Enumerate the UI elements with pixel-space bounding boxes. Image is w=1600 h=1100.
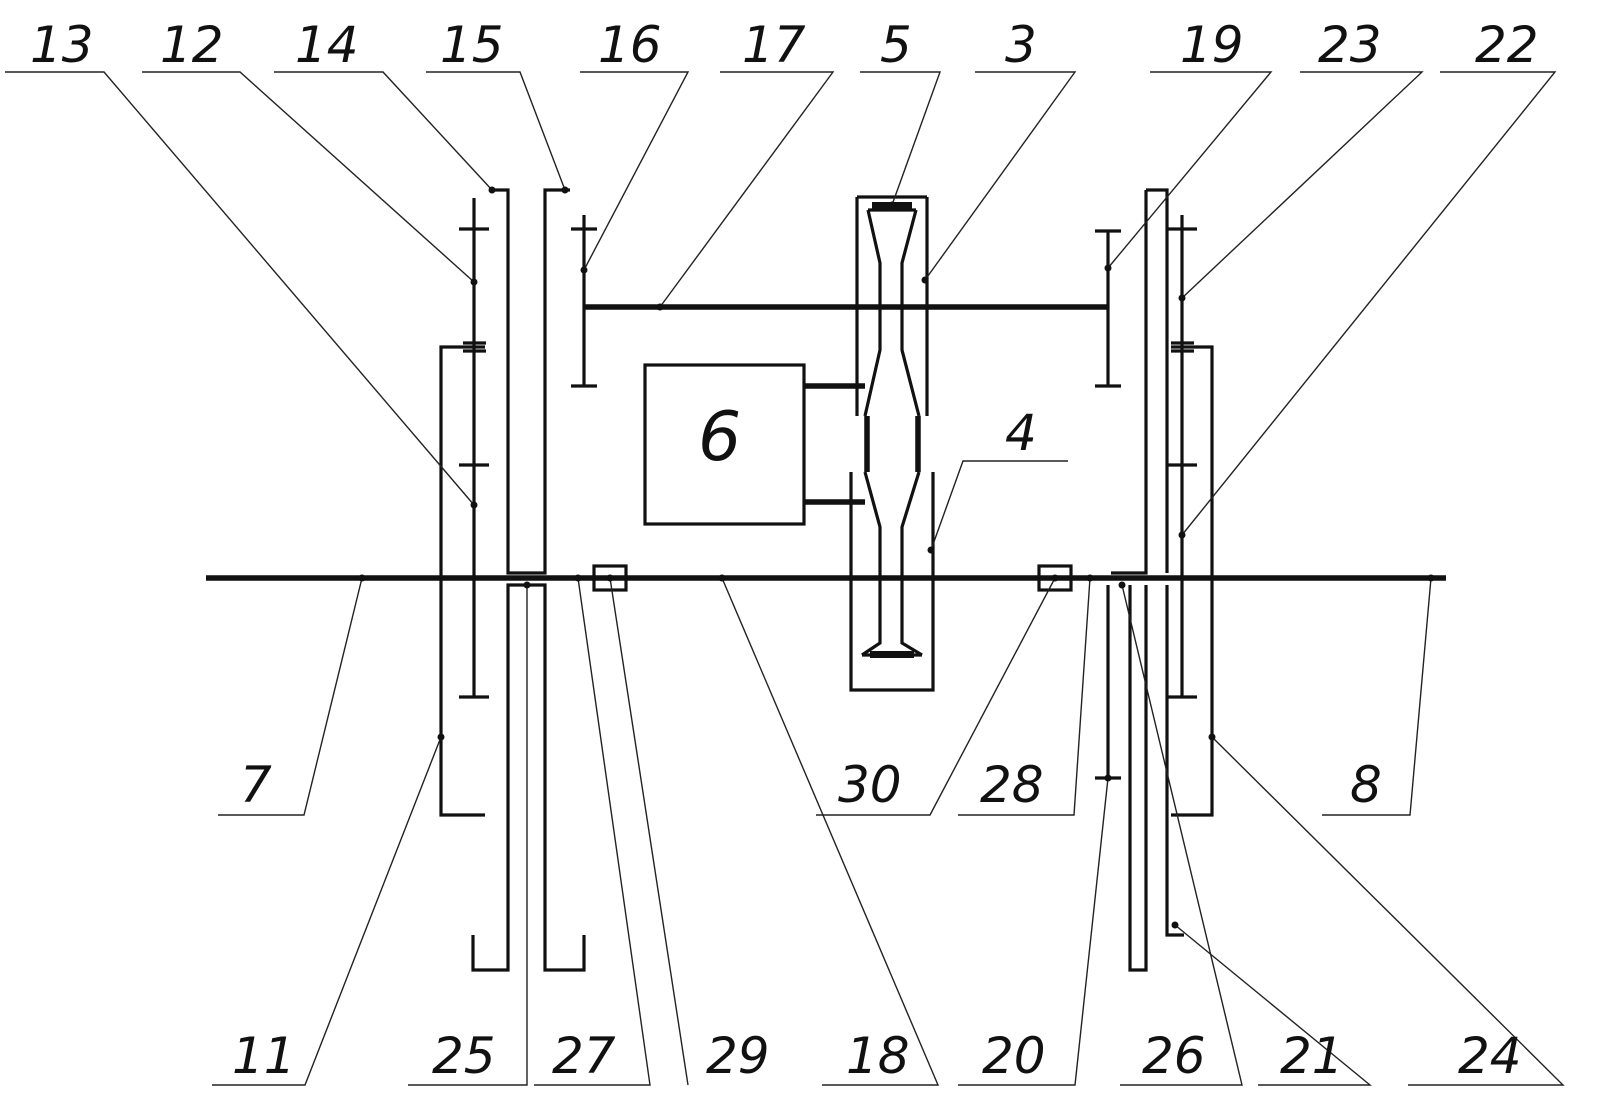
callout-8: 8	[1350, 756, 1382, 814]
callout-12: 12	[160, 16, 224, 74]
callout-27: 27	[552, 1027, 616, 1085]
callout-14: 14	[295, 16, 359, 74]
callout-labels: 13 12 14 15 16 17 5 3 19 23 22 4 7 30 28…	[30, 16, 1539, 1085]
leaders-bottom	[212, 577, 1565, 1086]
callout-16: 16	[598, 16, 662, 74]
motor-unit: 6	[643, 363, 865, 526]
callout-13: 13	[30, 16, 94, 74]
callout-17: 17	[742, 16, 806, 74]
callout-25: 25	[432, 1027, 496, 1085]
callout-26: 26	[1142, 1027, 1206, 1085]
callout-23: 23	[1318, 16, 1382, 74]
callout-7: 7	[240, 756, 272, 814]
right-gear-assembly	[1037, 188, 1214, 972]
callout-24: 24	[1458, 1027, 1522, 1085]
callout-4: 4	[1005, 404, 1037, 462]
callout-15: 15	[440, 16, 504, 74]
leader-dots	[358, 186, 1435, 929]
callout-20: 20	[982, 1027, 1046, 1085]
callout-5: 5	[880, 16, 912, 74]
callout-21: 21	[1280, 1027, 1344, 1085]
callout-28: 28	[980, 756, 1044, 814]
pulley-variator	[849, 195, 935, 692]
callout-19: 19	[1180, 16, 1244, 74]
callout-18: 18	[846, 1027, 910, 1085]
callout-29: 29	[706, 1027, 770, 1085]
leaders-top	[5, 71, 1557, 551]
callout-11: 11	[232, 1027, 296, 1085]
motor-label: 6	[698, 398, 741, 477]
callout-22: 22	[1475, 16, 1539, 74]
callout-3: 3	[1005, 16, 1037, 74]
callout-30: 30	[838, 756, 902, 814]
